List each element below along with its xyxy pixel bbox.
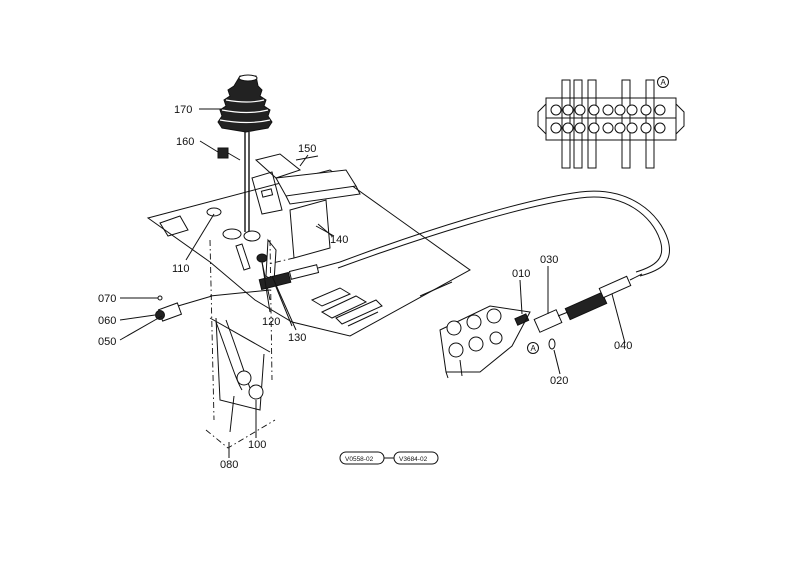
lever-bracket bbox=[205, 239, 276, 449]
callout-060: 060 bbox=[98, 315, 116, 327]
callout-160: 160 bbox=[176, 136, 194, 148]
callout-010: 010 bbox=[512, 268, 530, 280]
callout-070: 070 bbox=[98, 293, 116, 305]
control-valve bbox=[439, 305, 531, 379]
callout-110: 110 bbox=[172, 263, 190, 275]
valve-marker-a: A bbox=[527, 342, 539, 354]
joint-030 bbox=[533, 309, 569, 333]
lever-guide-150 bbox=[251, 153, 361, 215]
svg-text:A: A bbox=[661, 78, 667, 87]
callout-030: 030 bbox=[540, 254, 558, 266]
svg-text:A: A bbox=[531, 344, 537, 353]
callout-130: 130 bbox=[288, 332, 306, 344]
callout-020: 020 bbox=[550, 375, 568, 387]
callout-050: 050 bbox=[98, 336, 116, 348]
pivot-110 bbox=[206, 207, 261, 271]
callout-040: 040 bbox=[614, 340, 632, 352]
shift-lever bbox=[244, 132, 250, 232]
callout-140: 140 bbox=[330, 234, 348, 246]
leader-lines bbox=[119, 108, 626, 458]
cable-end-lever bbox=[258, 261, 341, 291]
lever-lower-end bbox=[215, 319, 264, 433]
callout-120: 120 bbox=[262, 316, 280, 328]
bolt-160 bbox=[217, 147, 241, 161]
callout-170: 170 bbox=[174, 104, 192, 116]
svg-text:V0558-02: V0558-02 bbox=[345, 456, 374, 463]
control-cable-040 bbox=[337, 190, 670, 277]
pin-010 bbox=[514, 313, 530, 326]
svg-text:V3684-02: V3684-02 bbox=[399, 456, 428, 463]
nut-060 bbox=[155, 310, 165, 320]
floor-plate bbox=[146, 169, 471, 337]
callout-150: 150 bbox=[298, 143, 316, 155]
drawing-ref-1: V0558-02 bbox=[339, 451, 385, 465]
cotter-070 bbox=[146, 295, 163, 301]
cable-end-valve bbox=[564, 273, 643, 321]
support-bracket-140 bbox=[267, 199, 335, 265]
drawing-ref-2: V3684-02 bbox=[393, 451, 439, 465]
clamp-050 bbox=[157, 295, 213, 322]
callout-100: 100 bbox=[248, 439, 266, 451]
clip-020 bbox=[548, 338, 556, 350]
callout-080: 080 bbox=[220, 459, 238, 471]
valve-detail-view bbox=[537, 79, 685, 169]
detail-marker-a: A bbox=[657, 76, 669, 88]
shift-boot bbox=[217, 74, 273, 133]
